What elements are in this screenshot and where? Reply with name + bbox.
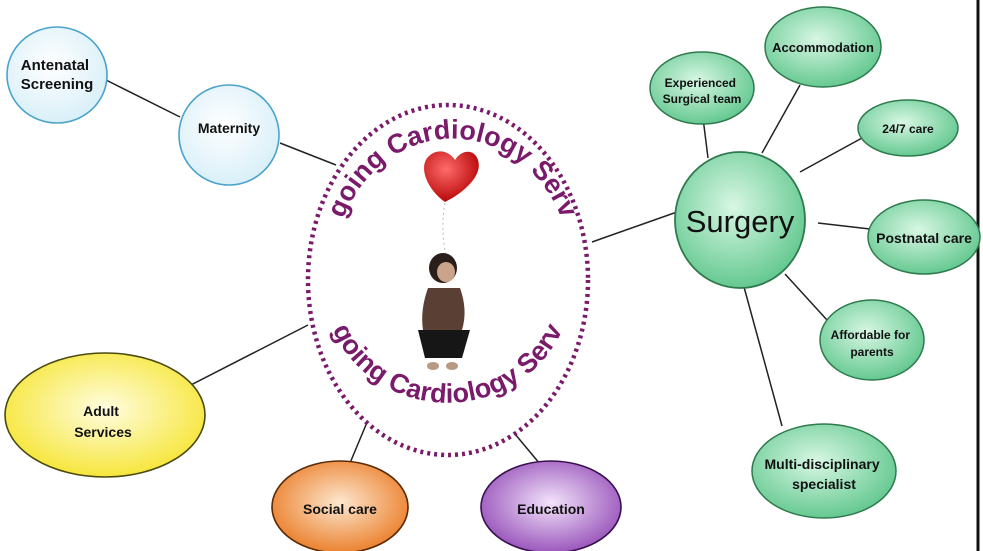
multi-disciplinary-specialist-label: Multi-disciplinary specialist bbox=[764, 456, 883, 492]
maternity-node bbox=[178, 84, 280, 186]
connector-center-surgery bbox=[591, 211, 678, 243]
connector-surgery-postnatal bbox=[817, 222, 871, 230]
connector-social-center bbox=[349, 419, 369, 464]
connector-antenatal-maternity bbox=[101, 77, 181, 118]
education-label: Education bbox=[517, 501, 585, 517]
affordable-for-parents-node bbox=[819, 299, 925, 381]
multi-disciplinary-specialist-node bbox=[751, 423, 897, 519]
antenatal-screening-node bbox=[6, 26, 108, 124]
connector-surgery-247 bbox=[799, 137, 863, 173]
connector-adult-center bbox=[184, 324, 309, 389]
center-illustration bbox=[418, 151, 479, 370]
care-247-node bbox=[857, 99, 959, 157]
adult-services-label: Adult Services bbox=[74, 403, 132, 440]
heart-balloon-icon bbox=[424, 151, 479, 202]
accommodation-node bbox=[764, 6, 882, 88]
postnatal-care-node bbox=[867, 199, 981, 275]
adult-services-node bbox=[4, 352, 206, 478]
connectors bbox=[101, 77, 871, 465]
child-figure-icon bbox=[418, 253, 470, 370]
connector-maternity-center bbox=[279, 142, 337, 166]
experienced-surgical-team-label: Experienced Surgical team bbox=[663, 76, 742, 106]
social-care-node bbox=[271, 460, 409, 551]
maternity-label: Maternity bbox=[198, 120, 260, 136]
surgery-node bbox=[674, 151, 806, 289]
accommodation-label: Accommodation bbox=[772, 40, 874, 55]
affordable-for-parents-label: Affordable for parents bbox=[831, 328, 914, 359]
care-247-label: 24/7 care bbox=[882, 122, 934, 136]
connector-surgery-multidisciplinary bbox=[743, 286, 783, 427]
antenatal-screening-label: Antenatal Screening bbox=[21, 57, 94, 93]
connector-surgery-accommodation bbox=[761, 84, 801, 154]
postnatal-care-label: Postnatal care bbox=[876, 230, 972, 246]
surgery-label: Surgery bbox=[686, 204, 795, 239]
experienced-surgical-team-node bbox=[649, 51, 755, 125]
connector-surgery-affordable bbox=[784, 273, 828, 321]
social-care-label: Social care bbox=[303, 501, 377, 517]
education-node bbox=[480, 460, 622, 551]
